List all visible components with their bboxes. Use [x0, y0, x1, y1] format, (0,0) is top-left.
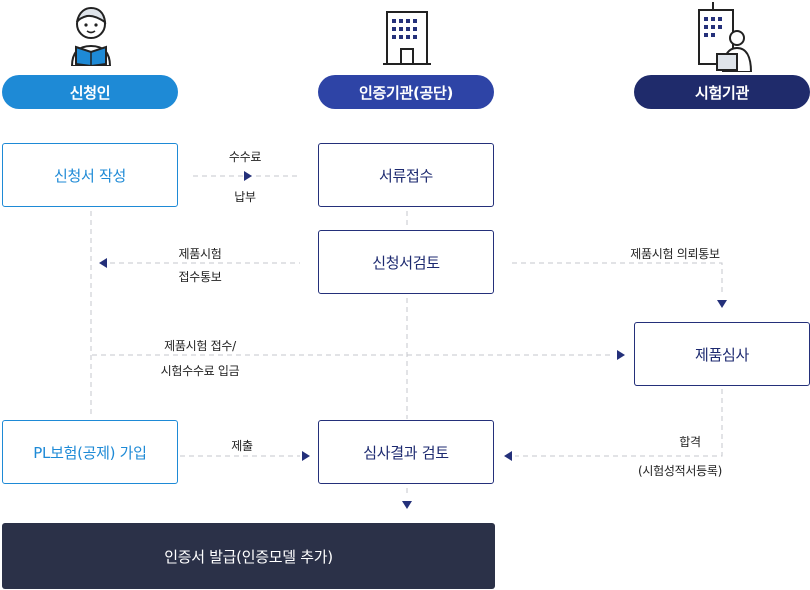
step-document-receipt: 서류접수 — [318, 143, 494, 207]
payment-label-2: 시험수수료 입금 — [160, 364, 240, 378]
step-certificate-issue: 인증서 발급(인증모델 추가) — [2, 523, 495, 589]
request-arrowhead — [717, 300, 727, 308]
actor-certification-authority: 인증기관(공단) — [318, 75, 494, 109]
submit-label: 제출 — [231, 439, 253, 453]
step-insurance: PL보험(공제) 가입 — [2, 420, 178, 484]
pass-label-1: 합격 — [679, 435, 701, 449]
actor-testing-agency: 시험기관 — [634, 75, 810, 109]
actor-applicant: 신청인 — [2, 75, 178, 109]
step-product-review: 제품심사 — [634, 322, 810, 386]
pass-label-2: (시험성적서등록) — [638, 464, 722, 478]
payment-label-1: 제품시험 접수/ — [164, 339, 236, 353]
fee-arrowhead — [244, 171, 252, 181]
building-with-worker-icon — [698, 2, 753, 72]
notice-arrowhead — [99, 258, 107, 268]
reader-person-icon — [70, 6, 112, 66]
building-icon — [383, 11, 431, 65]
payment-arrowhead — [617, 350, 625, 360]
request-connector — [512, 262, 723, 296]
notice-label-2: 접수통보 — [178, 270, 222, 284]
issue-arrowhead — [402, 501, 412, 509]
step-application-review: 신청서검토 — [318, 230, 494, 294]
request-label: 제품시험 의뢰통보 — [630, 247, 720, 261]
notice-label-1: 제품시험 — [178, 247, 222, 261]
fee-label-2: 납부 — [234, 190, 256, 204]
step-apply: 신청서 작성 — [2, 143, 178, 207]
fee-label-1: 수수료 — [228, 150, 262, 164]
pass-arrowhead — [504, 451, 512, 461]
pass-connector — [515, 389, 723, 457]
submit-arrowhead — [302, 451, 310, 461]
step-result-review: 심사결과 검토 — [318, 420, 494, 484]
